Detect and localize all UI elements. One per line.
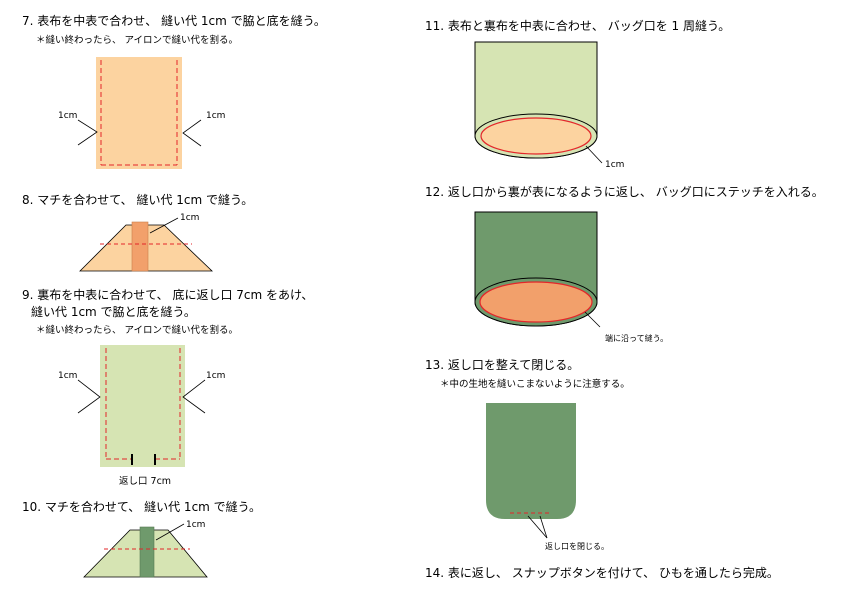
step11-title: 11. 表布と裏布を中表に合わせ、 バッグ口を 1 周縫う。 — [425, 19, 731, 33]
step9-fabric — [77, 345, 206, 467]
step8-title: 8. マチを合わせて、 縫い代 1cm で縫う。 — [22, 193, 254, 207]
step9-title-line1: 9. 裏布を中表に合わせて、 底に返し口 7cm をあけ、 — [22, 288, 314, 302]
step9-note: ＊縫い終わったら、 アイロンで縫い代を割る。 — [36, 325, 239, 336]
step9-label-right: 1cm — [206, 371, 226, 381]
step13-note: ＊中の生地を縫いこまないように注意する。 — [440, 379, 630, 390]
step9-title-line2: 縫い代 1cm で脇と底を縫う。 — [31, 305, 196, 319]
step8-gusset — [79, 217, 213, 272]
step7-fabric — [77, 57, 202, 169]
step7-label-left: 1cm — [58, 111, 78, 121]
step9-label-left: 1cm — [58, 371, 78, 381]
step10-label: 1cm — [186, 520, 206, 530]
step7-title: 7. 表布を中表で合わせ、 縫い代 1cm で脇と底を縫う。 — [22, 14, 326, 28]
step10-title: 10. マチを合わせて、 縫い代 1cm で縫う。 — [22, 500, 261, 514]
step8-label: 1cm — [180, 213, 200, 223]
step12-label: 端に沿って縫う。 — [605, 334, 669, 343]
step12-title: 12. 返し口から裏が表になるように返し、 バッグ口にステッチを入れる。 — [425, 185, 824, 199]
step7-note: ＊縫い終わったら、 アイロンで縫い代を割る。 — [36, 35, 239, 46]
step11-bag — [474, 41, 603, 164]
step9-opening-label: 返し口 7cm — [119, 476, 172, 487]
step13-label: 返し口を閉じる。 — [545, 542, 609, 551]
step11-label: 1cm — [605, 160, 625, 170]
step12-bag — [474, 211, 601, 328]
step7-label-right: 1cm — [206, 111, 226, 121]
step10-gusset — [83, 523, 208, 578]
step13-bag — [486, 403, 576, 539]
step13-title: 13. 返し口を整えて閉じる。 — [425, 358, 580, 372]
step14-title: 14. 表に返し、 スナップボタンを付けて、 ひもを通したら完成。 — [425, 566, 779, 580]
